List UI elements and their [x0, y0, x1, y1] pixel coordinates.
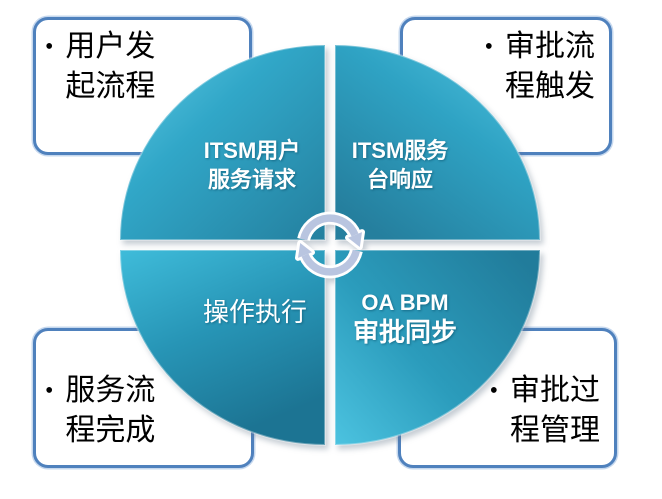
- quadrant-label-top-right: ITSM服务 台响应: [310, 136, 490, 194]
- callout-content: • 审批过 程管理: [490, 371, 600, 451]
- quadrant-label-line: ITSM用户: [203, 138, 301, 163]
- callout-text-top-right: 审批流 程触发: [505, 30, 595, 103]
- quadrant-top-right: [334, 43, 542, 241]
- quadrant-label-line: 审批同步: [352, 318, 457, 347]
- cycle-arrows-icon: [295, 211, 365, 279]
- quadrant-label-bottom-left: 操作执行: [165, 297, 345, 329]
- quadrant-label-line: 服务请求: [207, 167, 296, 192]
- quadrant-pie: [118, 43, 542, 447]
- quadrant-label-line: OA BPM: [361, 290, 449, 315]
- callout-text-bottom-left: 服务流 程完成: [65, 374, 156, 447]
- quadrant-label-bottom-right: OA BPM 审批同步: [315, 288, 495, 349]
- callout-text-top-left: 用户发 起流程: [65, 30, 156, 103]
- callout-content: • 服务流 程完成: [45, 371, 155, 451]
- callout-content: • 审批流 程触发: [485, 27, 595, 107]
- quadrant-label-line: 台响应: [366, 167, 433, 192]
- bullet-marker: •: [489, 378, 498, 404]
- quadrant-label-top-left: ITSM用户 服务请求: [162, 136, 342, 194]
- bullet-marker: •: [484, 34, 493, 60]
- bullet-marker: •: [45, 378, 54, 404]
- bullet-marker: •: [45, 34, 54, 60]
- quadrant-bottom-left: [118, 249, 326, 447]
- callout-text-bottom-right: 审批过 程管理: [510, 374, 600, 447]
- callout-content: • 用户发 起流程: [45, 27, 155, 107]
- quadrant-label-line: ITSM服务: [351, 138, 449, 163]
- quadrant-bottom-right: [334, 249, 542, 447]
- quadrant-label-line: 操作执行: [202, 298, 307, 327]
- quadrant-top-left: [118, 43, 326, 241]
